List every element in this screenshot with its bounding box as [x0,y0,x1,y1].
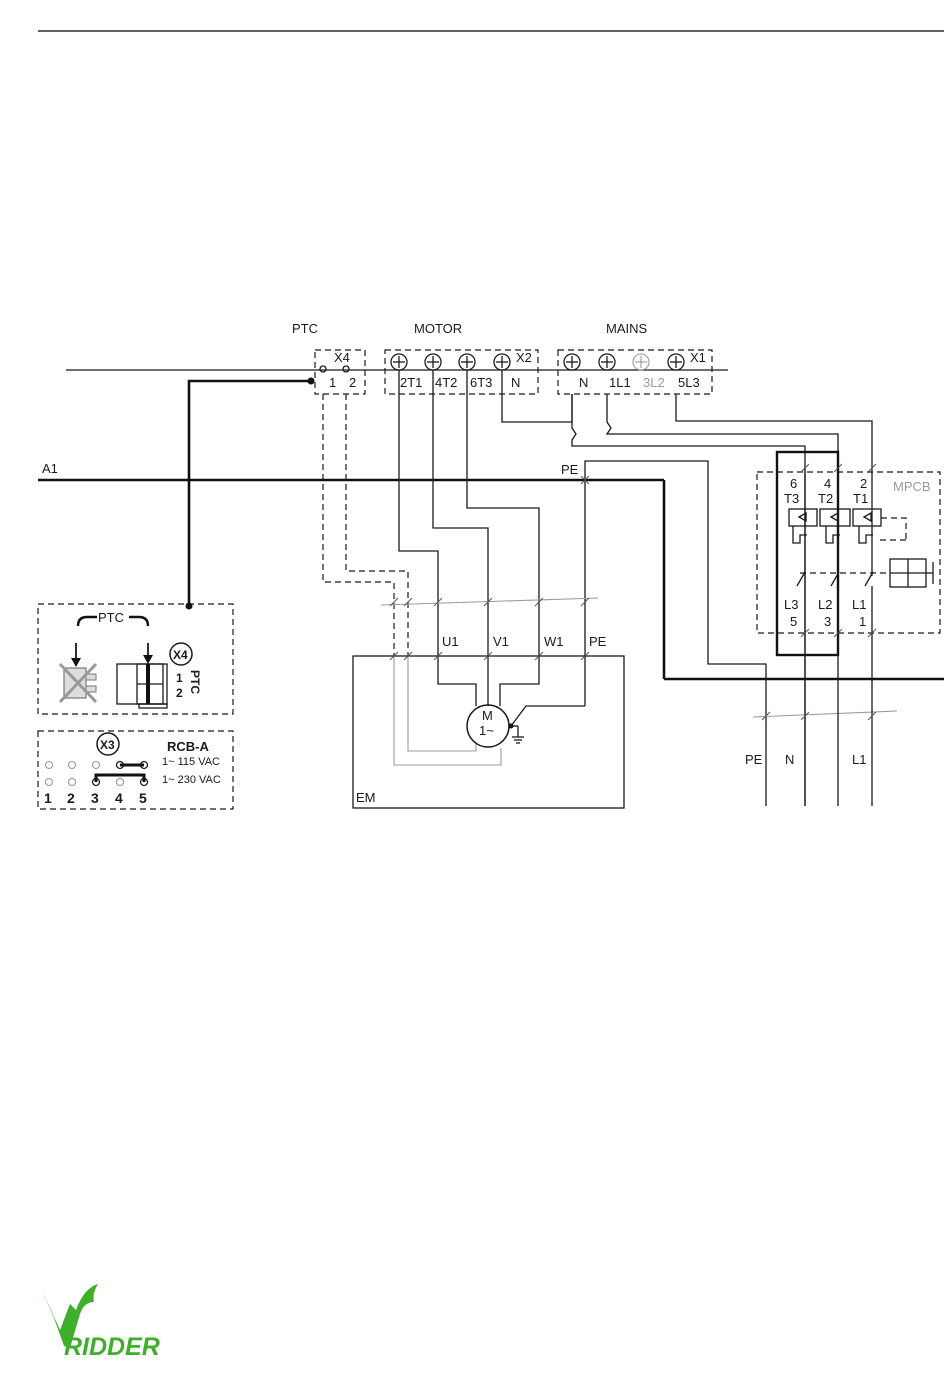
ptc-connector-icon [117,643,167,708]
pe-motor-ground [511,706,585,726]
terminal-ticks [390,464,876,720]
mpcb-bottom-5: 5 [790,614,797,629]
mpcb-bottom-l2: L2 [818,597,832,612]
mpcb-top-2: 2 [860,476,867,491]
ridder-logo-text: RIDDER [64,1333,160,1361]
mpcb-label: MPCB [893,479,931,494]
mains-wire-5l3 [676,394,872,468]
ptc-junction-dot [308,378,315,385]
motor-symbol-m: M [482,708,493,723]
x2-screw-1 [391,354,407,370]
ground-icon [511,726,524,743]
mpcb-top-t1: T1 [853,491,868,506]
rcb-option-115: 1~ 115 VAC [162,756,220,768]
group-label-mains: MAINS [606,321,648,336]
rcb-title: RCB-A [167,739,209,754]
motor-terminal-v1: V1 [493,634,509,649]
bus-label-a1: A1 [42,461,58,476]
rcb-pin-2: 2 [67,790,75,806]
mains-wire-n [572,394,805,806]
x2-label: X2 [516,350,532,365]
group-label-motor: MOTOR [414,321,462,336]
mains-wire-1l1 [607,394,838,468]
pe-label-top: PE [561,462,579,477]
x4-label: X4 [334,350,350,365]
thermal-wire-2 [408,656,476,751]
x2-terminal-6t3: 6T3 [470,375,492,390]
motor-symbol-phase: 1~ [479,723,494,738]
group-label-ptc: PTC [292,321,318,336]
rcb-pin-5: 5 [139,790,147,806]
x2-screw-4 [494,354,510,370]
mpcb-bottom-3: 3 [824,614,831,629]
rcb-x3-label: X3 [100,738,115,752]
rcb-pin-3: 3 [91,790,99,806]
cable-tie-1 [381,598,598,605]
mpcb-top-6: 6 [790,476,797,491]
x1-terminal-3l2: 3L2 [643,375,665,390]
rcb-pin-1: 1 [44,790,52,806]
mpcb-bottom-l1: L1 [852,597,866,612]
ptc-detail-x4-label: X4 [173,648,188,662]
x4-screw-1 [320,366,326,372]
supply-label-pe: PE [745,752,763,767]
ptc-detail-pin-1: 1 [176,671,183,685]
mpcb-bottom-1: 1 [859,614,866,629]
x1-screw-4 [668,354,684,370]
mpcb-top-t2: T2 [818,491,833,506]
x2-screw-3 [459,354,475,370]
x2-terminal-n: N [511,375,520,390]
ptc-detail-title: PTC [98,610,124,625]
pe-wire [585,461,766,806]
mpcb-top-4: 4 [824,476,831,491]
x1-terminal-5l3: 5L3 [678,375,700,390]
x2-terminal-4t2: 4T2 [435,375,457,390]
rcb-jumper-pins [46,762,148,786]
x1-label: X1 [690,350,706,365]
ptc-detail-pin-label: PTC [188,670,202,694]
mpcb-bottom-l3: L3 [784,597,798,612]
rcb-option-230: 1~ 230 VAC [162,774,221,786]
mpcb-top-t3: T3 [784,491,799,506]
ptc-detail-pin-2: 2 [176,686,183,700]
motor-terminal-w1: W1 [544,634,564,649]
ptc-connector-crossed-icon [60,643,96,702]
x1-terminal-1l1: 1L1 [609,375,631,390]
rcb-pin-4: 4 [115,790,123,806]
motor-enclosure-label: EM [356,790,376,805]
ridder-logo: RIDDER [42,1284,160,1361]
mpcb-thermal-units [789,509,906,543]
x4-screw-2 [343,366,349,372]
x4-terminal-2: 2 [349,375,356,390]
supply-label-n: N [785,752,794,767]
ptc-wire-1 [323,394,394,656]
x4-terminal-1: 1 [329,375,336,390]
x1-screw-2 [599,354,615,370]
x2-terminal-2t1: 2T1 [400,375,422,390]
motor-terminal-pe: PE [589,634,607,649]
ptc-signal-wire [189,381,311,606]
x1-screw-1 [564,354,580,370]
supply-label-l1: L1 [852,752,866,767]
x2-screw-2 [425,354,441,370]
x1-terminal-n: N [579,375,588,390]
motor-terminal-u1: U1 [442,634,459,649]
x1-screw-3-unused [633,354,649,370]
